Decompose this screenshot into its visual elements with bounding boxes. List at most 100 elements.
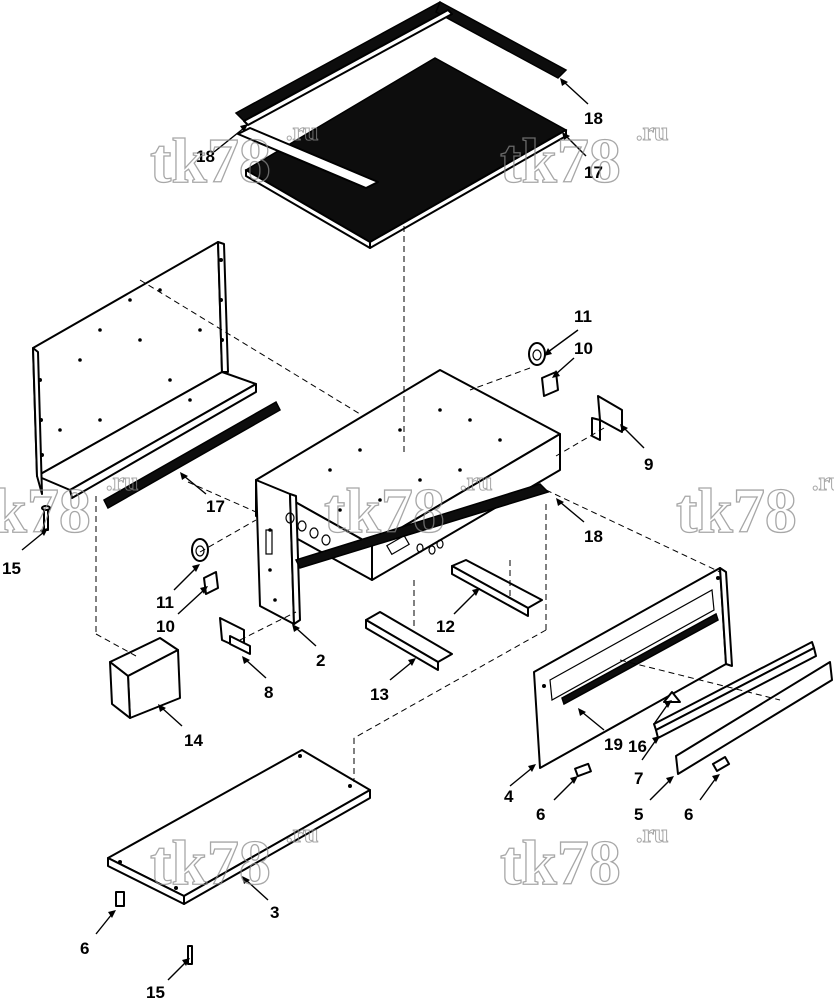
rail-12 xyxy=(451,559,543,617)
rear-panel xyxy=(32,241,257,499)
callout-6-door: 6 xyxy=(536,776,578,824)
callout-4: 4 xyxy=(504,764,536,806)
callout-label: 19 xyxy=(604,735,623,754)
callout-label: 17 xyxy=(584,163,603,182)
callout-label: 18 xyxy=(584,527,603,546)
hinge-7 xyxy=(653,641,817,739)
rail-13 xyxy=(365,611,453,671)
foot-6-hinge xyxy=(711,756,731,772)
callout-label: 15 xyxy=(146,983,165,1000)
callout-label: 5 xyxy=(634,805,643,824)
clip-10-bottom xyxy=(203,571,219,595)
top-insulation-pad xyxy=(237,57,568,249)
callout-2: 2 xyxy=(292,624,325,670)
callout-11-top: 11 xyxy=(544,307,592,356)
callout-7: 7 xyxy=(634,736,660,788)
watermark-suffix: .ru xyxy=(812,467,834,496)
callout-18-housing: 18 xyxy=(556,498,603,546)
callout-label: 14 xyxy=(184,731,203,750)
foot-6-door xyxy=(574,762,592,778)
watermark-bottom-right: tk78 .ru xyxy=(499,819,669,899)
callout-label: 18 xyxy=(196,147,215,166)
watermark-mid-center: tk78 .ru xyxy=(323,467,493,547)
front-door xyxy=(533,567,733,769)
callout-17-rear: 17 xyxy=(180,472,225,516)
housing-gasket-strip xyxy=(294,483,550,569)
callout-14: 14 xyxy=(158,704,203,750)
callout-label: 3 xyxy=(270,903,279,922)
callout-label: 12 xyxy=(436,617,455,636)
foot-6-bottom xyxy=(115,891,125,907)
callout-label: 9 xyxy=(644,455,653,474)
watermark-top-right: tk78 .ru xyxy=(499,117,669,197)
washer-11-bottom xyxy=(191,538,209,562)
watermark-suffix: .ru xyxy=(460,467,493,496)
callout-label: 13 xyxy=(370,685,389,704)
callout-label: 6 xyxy=(80,939,89,958)
rear-gasket-strip xyxy=(103,400,281,510)
callout-8: 8 xyxy=(242,656,273,702)
callout-15-rear: 15 xyxy=(2,528,48,578)
watermark-mid-right: tk78 .ru xyxy=(675,467,834,547)
housing-holes xyxy=(268,408,502,602)
bottom-plate xyxy=(107,749,371,905)
bracket-9 xyxy=(591,395,623,441)
callout-9: 9 xyxy=(620,424,653,474)
callout-17-top: 17 xyxy=(562,132,603,182)
callout-11-bottom: 11 xyxy=(156,564,200,612)
callout-label: 8 xyxy=(264,683,273,702)
watermark-suffix: .ru xyxy=(106,467,139,496)
callout-label: 7 xyxy=(634,769,643,788)
callout-13: 13 xyxy=(370,658,416,704)
callout-6-hinge: 6 xyxy=(684,774,720,824)
callout-6-bottom: 6 xyxy=(80,910,116,958)
callout-label: 10 xyxy=(156,617,175,636)
watermark-suffix: .ru xyxy=(636,117,669,146)
callout-label: 11 xyxy=(156,593,174,612)
callout-label: 16 xyxy=(628,737,647,756)
callout-10-bottom: 10 xyxy=(156,586,208,636)
callout-19: 19 xyxy=(578,708,623,754)
watermark-top-left: tk78 .ru xyxy=(149,117,319,197)
mount-bracket-14 xyxy=(109,637,181,719)
callout-label: 18 xyxy=(584,109,603,128)
watermark-text: tk78 xyxy=(324,475,445,546)
clip-10-top xyxy=(541,371,559,397)
watermark-mid-left: tk78 .ru xyxy=(0,467,139,547)
callout-12: 12 xyxy=(436,588,480,636)
watermark-suffix: .ru xyxy=(636,819,669,848)
callout-label: 10 xyxy=(574,339,593,358)
callout-15-bottom: 15 xyxy=(146,958,190,1000)
watermark-text: tk78 xyxy=(500,827,621,898)
callout-18-top-left: 18 xyxy=(196,124,248,166)
callout-16: 16 xyxy=(628,700,672,756)
callout-label: 6 xyxy=(536,805,545,824)
bolt-15-bottom xyxy=(187,945,193,965)
watermark-text: tk78 xyxy=(500,125,621,196)
housing-side-ports xyxy=(265,512,444,556)
warning-label-16 xyxy=(663,691,681,703)
watermark-text: tk78 xyxy=(676,475,797,546)
callout-5: 5 xyxy=(634,776,674,824)
callout-label: 6 xyxy=(684,805,693,824)
callout-10-top: 10 xyxy=(552,339,593,378)
watermark-text: tk78 xyxy=(150,125,271,196)
callout-label: 4 xyxy=(504,787,514,806)
bracket-8 xyxy=(219,617,251,655)
callout-18-top-right: 18 xyxy=(560,78,603,128)
watermark-bottom-left: tk78 .ru xyxy=(149,819,319,899)
assembly-guide-lines xyxy=(95,226,781,782)
callout-3: 3 xyxy=(242,876,279,922)
callout-label: 11 xyxy=(574,307,592,326)
callout-label: 15 xyxy=(2,559,21,578)
watermark-text: tk78 xyxy=(150,827,271,898)
callout-label: 17 xyxy=(206,497,225,516)
watermark-suffix: .ru xyxy=(286,117,319,146)
top-gasket-strips xyxy=(234,0,568,126)
hinge-5 xyxy=(675,661,833,775)
callout-label: 2 xyxy=(316,651,325,670)
watermark-text: tk78 xyxy=(0,475,91,546)
watermark-suffix: .ru xyxy=(286,819,319,848)
rear-panel-holes xyxy=(38,258,224,457)
